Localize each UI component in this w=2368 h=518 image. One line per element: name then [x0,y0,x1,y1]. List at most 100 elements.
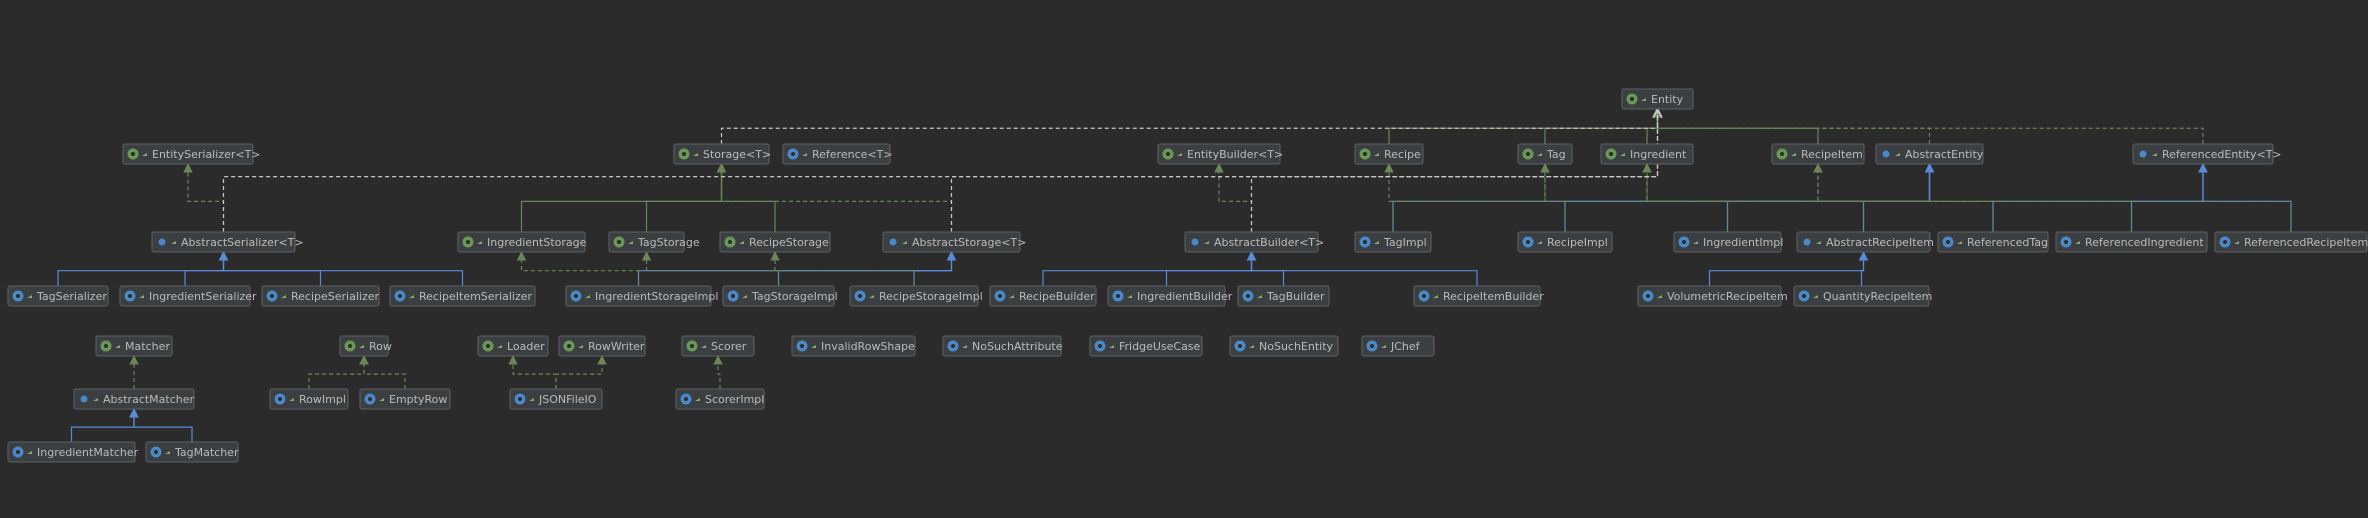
node-box [681,335,755,357]
node-tag-storage-impl[interactable]: TagStorageImpl [722,285,838,307]
edge-tag-builder-to-abstract-builder [1246,251,1285,286]
node-ingredient-impl[interactable]: IngredientImpl [1673,231,1783,253]
node-tag[interactable]: Tag [1517,143,1573,165]
public-visibility-icon [165,451,170,454]
interface-icon [563,340,575,352]
node-box [989,285,1097,307]
public-visibility-icon [1791,153,1796,156]
node-abstract-storage[interactable]: AbstractStorage<T> [882,231,1026,253]
edge-jsonfile-io-to-row-writer [555,355,607,389]
node-fridge-use-case[interactable]: FridgeUseCase [1089,335,1203,357]
node-recipe-item-serializer[interactable]: RecipeItemSerializer [389,285,536,307]
edge-ingredient-builder-to-abstract-builder [1165,251,1257,286]
node-recipe-builder[interactable]: RecipeBuilder [989,285,1097,307]
node-scorer-impl[interactable]: ScorerImpl [675,388,765,410]
node-label: IngredientSerializer [149,290,257,303]
node-entity[interactable]: Entity [1621,88,1694,110]
node-box [1157,143,1281,165]
node-jsonfile-io[interactable]: JSONFileIO [509,388,603,410]
edge-abstract-builder-to-entity-builder [1214,163,1253,232]
node-ingredient[interactable]: Ingredient [1600,143,1694,165]
node-row-impl[interactable]: RowImpl [269,388,349,410]
node-ingredient-storage-impl[interactable]: IngredientStorageImpl [565,285,718,307]
node-abstract-serializer[interactable]: AbstractSerializer<T> [151,231,304,253]
node-invalid-row-shape[interactable]: InvalidRowShape [791,335,916,357]
node-recipe-serializer[interactable]: RecipeSerializer [261,285,380,307]
public-visibility-icon [171,241,176,244]
node-scorer[interactable]: Scorer [681,335,755,357]
node-entity-serializer[interactable]: EntitySerializer<T> [122,143,261,165]
public-visibility-icon [2075,241,2080,244]
edge-ingredient-storage-to-storage [520,163,727,232]
node-label: RecipeImpl [1547,236,1608,249]
node-label: RecipeSerializer [291,290,379,303]
class-icon [1418,290,1430,302]
node-box [673,143,770,165]
node-recipe-storage[interactable]: RecipeStorage [719,231,831,253]
node-label: EmptyRow [389,393,447,406]
node-matcher[interactable]: Matcher [95,335,173,357]
edge-ingredient-storage-impl-to-abstract-storage [637,251,957,286]
node-tag-impl[interactable]: TagImpl [1354,231,1432,253]
node-label: NoSuchAttribute [972,340,1063,353]
public-visibility-icon [27,295,32,298]
edge-ingredient-matcher-to-abstract-matcher [70,408,139,442]
node-ingredient-serializer[interactable]: IngredientSerializer [119,285,257,307]
node-no-such-attribute[interactable]: NoSuchAttribute [942,335,1063,357]
node-tag-serializer[interactable]: TagSerializer [7,285,109,307]
node-recipe-storage-impl[interactable]: RecipeStorageImpl [849,285,983,307]
node-recipe-item-builder[interactable]: RecipeItemBuilder [1413,285,1544,307]
node-label: RecipeItemBuilder [1443,290,1544,303]
node-abstract-builder[interactable]: AbstractBuilder<T> [1184,231,1324,253]
abstract-class-icon [1803,238,1811,246]
node-label: Entity [1651,93,1684,106]
edge-ingredient-impl-to-ingredient [1642,163,1729,232]
class-icon [796,340,808,352]
node-tag-builder[interactable]: TagBuilder [1237,285,1330,307]
public-visibility-icon [281,295,286,298]
node-referenced-recipe-item[interactable]: ReferencedRecipeItem [2214,231,2368,253]
public-visibility-icon [811,345,816,348]
node-abstract-matcher[interactable]: AbstractMatcher [73,388,195,410]
node-recipe-item[interactable]: RecipeItem [1771,143,1865,165]
public-visibility-icon [1381,345,1386,348]
node-storage[interactable]: Storage<T> [673,143,771,165]
node-label: IngredientMatcher [37,446,139,459]
node-ingredient-matcher[interactable]: IngredientMatcher [7,441,139,463]
node-referenced-ingredient[interactable]: ReferencedIngredient [2055,231,2208,253]
node-label: Row [369,340,392,353]
node-reference[interactable]: Reference<T> [782,143,893,165]
node-loader[interactable]: Loader [477,335,549,357]
final-class-icon [1366,340,1378,352]
node-jchef[interactable]: JChef [1361,335,1435,357]
node-no-such-entity[interactable]: NoSuchEntity [1229,335,1339,357]
node-empty-row[interactable]: EmptyRow [359,388,451,410]
edge-abstract-storage-to-storage [716,163,953,232]
public-visibility-icon [1537,153,1542,156]
public-visibility-icon [529,398,534,401]
node-recipe[interactable]: Recipe [1354,143,1424,165]
node-box [477,335,549,357]
node-referenced-tag[interactable]: ReferencedTag [1937,231,2049,253]
public-visibility-icon [1693,241,1698,244]
class-icon [150,446,162,458]
node-abstract-recipe-item[interactable]: AbstractRecipeItem [1796,231,1934,253]
node-tag-matcher[interactable]: TagMatcher [145,441,239,463]
edge-ingredient-storage-impl-to-ingredient-storage [516,251,640,286]
node-ingredient-builder[interactable]: IngredientBuilder [1107,285,1233,307]
node-tag-storage[interactable]: TagStorage [608,231,700,253]
node-box [608,231,685,253]
edge-tag-storage-impl-to-tag-storage [641,251,780,286]
node-ingredient-storage[interactable]: IngredientStorage [457,231,587,253]
node-row[interactable]: Row [339,335,392,357]
node-label: Reference<T> [812,148,893,161]
edges-layer [57,109,2292,442]
node-abstract-entity[interactable]: AbstractEntity [1875,143,1984,165]
node-referenced-entity[interactable]: ReferencedEntity<T> [2132,143,2282,165]
node-recipe-impl[interactable]: RecipeImpl [1517,231,1613,253]
public-visibility-icon [27,451,32,454]
node-quantity-recipe-item[interactable]: QuantityRecipeItem [1793,285,1932,307]
node-entity-builder[interactable]: EntityBuilder<T> [1157,143,1283,165]
node-row-writer[interactable]: RowWriter [558,335,646,357]
node-volumetric-recipe-item[interactable]: VolumetricRecipeItem [1637,285,1788,307]
